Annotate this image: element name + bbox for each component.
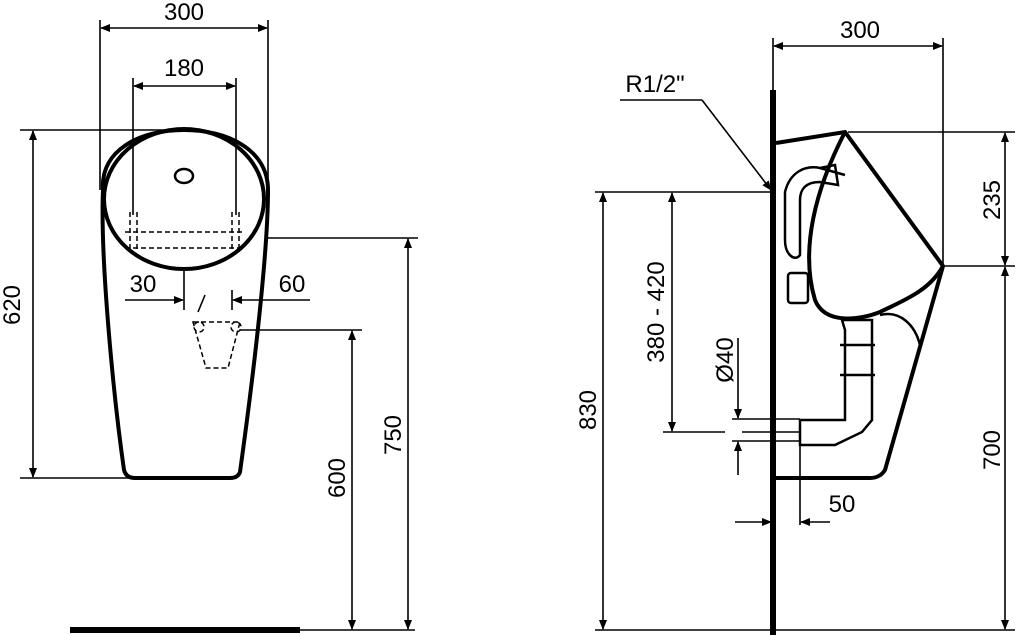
side-view: 300 R1/2" 235 700 830 380 - 420 Ø40 50 — [575, 17, 1015, 635]
label-inlet-thread: R1/2" — [625, 71, 684, 98]
bracket-block — [786, 271, 810, 305]
hidden-bracket — [125, 212, 245, 250]
dim-bracket-spacing: 180 — [164, 55, 204, 82]
dim-outlet-diameter: Ø40 — [712, 337, 739, 382]
dim-side-depth: 300 — [840, 17, 880, 44]
waste-trap — [798, 318, 875, 447]
dim-top-to-rim: 235 — [979, 180, 1006, 220]
urinal-side-outline — [775, 129, 946, 480]
dim-top-height: 750 — [380, 415, 407, 455]
inlet-hole — [173, 167, 195, 185]
front-view: 300 180 620 30 60 600 750 — [0, 0, 418, 633]
hidden-outlet — [192, 321, 242, 369]
trap-web — [879, 312, 922, 346]
dim-outlet-projection: 50 — [829, 491, 856, 518]
dim-inlet-to-outlet: 380 - 420 — [643, 261, 670, 362]
dim-inlet-height: 830 — [575, 390, 602, 430]
inlet-valve — [783, 163, 846, 259]
dim-front-width: 300 — [164, 0, 204, 26]
dim-rim-height: 700 — [979, 430, 1006, 470]
bowl-inner-outline — [807, 131, 945, 321]
dim-offset-30: 30 — [130, 271, 157, 298]
bowl-rim — [102, 127, 266, 271]
dim-front-height: 620 — [0, 285, 26, 325]
dim-offset-60: 60 — [279, 271, 306, 298]
dim-outlet-height: 600 — [324, 458, 351, 498]
